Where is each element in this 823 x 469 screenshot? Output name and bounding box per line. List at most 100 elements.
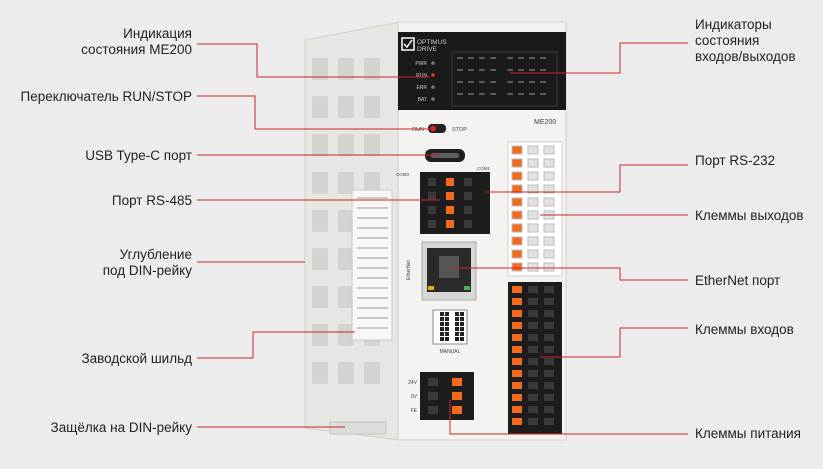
rs485-terminal bbox=[428, 206, 436, 214]
output-terminal bbox=[527, 197, 539, 207]
vent-slot bbox=[364, 362, 380, 384]
status-led bbox=[431, 73, 435, 77]
io-led bbox=[518, 57, 524, 59]
output-terminal bbox=[511, 223, 523, 233]
callout-din-recess: Углубление под DIN-рейку bbox=[102, 247, 192, 278]
output-terminal bbox=[511, 249, 523, 259]
output-terminal bbox=[543, 158, 555, 168]
input-terminal bbox=[544, 418, 554, 425]
power-terminal bbox=[428, 378, 438, 386]
input-terminal bbox=[544, 310, 554, 317]
input-terminal bbox=[528, 394, 538, 401]
output-terminal bbox=[543, 171, 555, 181]
vent-slot bbox=[364, 96, 380, 118]
io-led bbox=[457, 81, 463, 83]
vent-slot bbox=[312, 134, 328, 156]
leader-run-stop-switch bbox=[197, 95, 430, 130]
vent-slot bbox=[338, 134, 354, 156]
vent-slot bbox=[312, 58, 328, 80]
output-terminal bbox=[527, 210, 539, 220]
output-terminal bbox=[543, 262, 555, 272]
qr-module bbox=[460, 332, 464, 336]
qr-module bbox=[460, 337, 464, 341]
power-terminal bbox=[452, 392, 462, 400]
rs485-terminal bbox=[446, 220, 454, 228]
io-led bbox=[479, 57, 485, 59]
callout-run-stop-switch: Переключатель RUN/STOP bbox=[20, 89, 193, 104]
status-led-label: BAT bbox=[418, 97, 427, 103]
io-led bbox=[457, 93, 463, 95]
din-latch bbox=[329, 421, 387, 435]
leader-nameplate bbox=[197, 331, 355, 359]
qr-module bbox=[460, 327, 464, 331]
input-terminal bbox=[544, 370, 554, 377]
qr-module bbox=[455, 332, 459, 336]
power-terminal-label: 24V bbox=[408, 380, 418, 386]
output-terminal bbox=[543, 249, 555, 259]
input-terminal bbox=[544, 382, 554, 389]
run-stop-knob bbox=[430, 125, 436, 132]
rs485-terminal bbox=[428, 178, 436, 186]
power-terminal bbox=[428, 392, 438, 400]
io-led bbox=[507, 69, 513, 71]
io-led bbox=[490, 81, 496, 83]
vent-slot bbox=[312, 248, 328, 270]
io-led bbox=[490, 93, 496, 95]
leader-power-terminals bbox=[449, 400, 688, 435]
io-led bbox=[490, 57, 496, 59]
rs485-terminal bbox=[446, 206, 454, 214]
io-led bbox=[479, 69, 485, 71]
callout-usb-port: USB Type-C порт bbox=[85, 148, 192, 163]
input-terminal bbox=[544, 394, 554, 401]
vent-slot bbox=[312, 362, 328, 384]
qr-module bbox=[445, 332, 449, 336]
callout-rs232-port: Порт RS-232 bbox=[695, 153, 776, 168]
input-terminal bbox=[544, 298, 554, 305]
power-terminal bbox=[452, 378, 462, 386]
status-led-label: RUN bbox=[416, 73, 427, 79]
input-terminal bbox=[528, 346, 538, 353]
callout-output-terminals: Клеммы выходов bbox=[695, 208, 804, 223]
rs485-label-com0: COM0 bbox=[396, 172, 409, 177]
io-led bbox=[540, 57, 546, 59]
io-led bbox=[468, 81, 474, 83]
qr-module bbox=[440, 327, 444, 331]
qr-module bbox=[445, 317, 449, 321]
vent-slot bbox=[312, 172, 328, 194]
io-led bbox=[529, 57, 535, 59]
io-led bbox=[540, 81, 546, 83]
rs485-terminal bbox=[464, 192, 472, 200]
io-led bbox=[468, 57, 474, 59]
callout-din-latch: Защёлка на DIN-рейку bbox=[50, 420, 192, 435]
callout-input-terminals: Клеммы входов bbox=[695, 322, 794, 337]
input-terminal bbox=[528, 310, 538, 317]
leader-ethernet-port bbox=[450, 267, 688, 281]
vent-slot bbox=[338, 210, 354, 232]
brand-checkmark-icon bbox=[403, 39, 413, 49]
vent-slot bbox=[364, 58, 380, 80]
qr-module bbox=[455, 337, 459, 341]
vent-slot bbox=[338, 286, 354, 308]
ethernet-led-green bbox=[464, 286, 470, 290]
input-terminal bbox=[544, 346, 554, 353]
io-led bbox=[507, 57, 513, 59]
qr-module bbox=[440, 317, 444, 321]
power-terminal-label: 0V bbox=[411, 394, 418, 400]
status-led bbox=[431, 97, 435, 101]
input-terminal bbox=[512, 394, 522, 401]
output-terminal bbox=[527, 249, 539, 259]
vent-slot bbox=[338, 324, 354, 346]
output-terminal bbox=[527, 184, 539, 194]
io-led bbox=[468, 93, 474, 95]
io-led bbox=[529, 81, 535, 83]
qr-module bbox=[455, 327, 459, 331]
output-terminal bbox=[543, 223, 555, 233]
brand-name-line2: DRIVE bbox=[417, 46, 438, 53]
io-led-frame bbox=[451, 51, 558, 107]
qr-module bbox=[445, 327, 449, 331]
qr-module bbox=[440, 312, 444, 316]
io-led bbox=[518, 69, 524, 71]
output-terminal bbox=[511, 184, 523, 194]
power-terminal-label: FE bbox=[411, 408, 418, 414]
